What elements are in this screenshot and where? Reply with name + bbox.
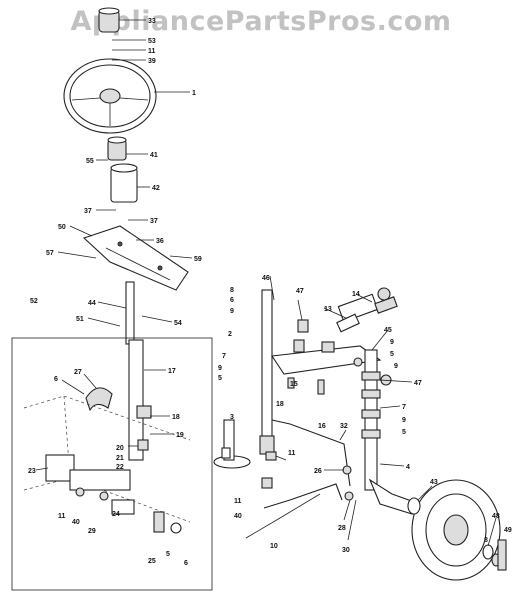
callout: 24 <box>112 511 120 518</box>
steering-bushing <box>110 163 138 203</box>
callout: 57 <box>46 250 54 257</box>
callout: 1 <box>192 90 196 97</box>
spindle-right <box>361 349 421 515</box>
steering-wheel <box>63 58 157 134</box>
callout: 11 <box>288 450 296 457</box>
callout: 37 <box>150 218 158 225</box>
callout: 16 <box>318 423 326 430</box>
callout: 18 <box>172 414 180 421</box>
callout: 37 <box>84 208 92 215</box>
callout: 47 <box>296 288 304 295</box>
callout: 9 <box>230 308 234 315</box>
callout: 9 <box>394 363 398 370</box>
callout: 7 <box>222 353 226 360</box>
callout: 11 <box>58 513 66 520</box>
callout: 18 <box>276 401 284 408</box>
callout: 42 <box>152 185 160 192</box>
callout: 8 <box>484 537 488 544</box>
callout: 29 <box>88 528 96 535</box>
callout: 9 <box>402 417 406 424</box>
callout: 46 <box>262 275 270 282</box>
callout: 11 <box>148 48 156 55</box>
callout: 23 <box>28 468 36 475</box>
callout: 5 <box>402 429 406 436</box>
steering-adapter <box>107 136 127 161</box>
callout: 15 <box>290 381 298 388</box>
inset-detail-box <box>11 337 213 591</box>
callout: 39 <box>148 58 156 65</box>
callout: 48 <box>492 513 500 520</box>
callout: 47 <box>414 380 422 387</box>
callout: 45 <box>384 327 392 334</box>
tie-rod <box>245 419 351 539</box>
callout: 21 <box>116 455 124 462</box>
leader-lines <box>35 19 497 547</box>
callout: 50 <box>58 224 66 231</box>
callout: 3 <box>230 414 234 421</box>
callout: 25 <box>148 558 156 565</box>
callout: 36 <box>156 238 164 245</box>
callout: 22 <box>116 464 124 471</box>
callout: 13 <box>324 306 332 313</box>
small-hardware <box>221 296 398 501</box>
callout: 6 <box>230 297 234 304</box>
callout: 55 <box>86 158 94 165</box>
callout: 51 <box>76 316 84 323</box>
callout: 41 <box>150 152 158 159</box>
callout: 19 <box>176 432 184 439</box>
callout: 59 <box>194 256 202 263</box>
callout: 5 <box>166 551 170 558</box>
callout: 49 <box>504 527 512 534</box>
steering-cap <box>98 7 120 33</box>
steering-shaft <box>125 281 152 461</box>
callout: 6 <box>184 560 188 567</box>
drag-link <box>337 287 391 323</box>
callout: 2 <box>228 331 232 338</box>
callout: 9 <box>218 365 222 372</box>
callout-labels: 33 53 11 39 1 55 41 42 37 50 37 36 57 59… <box>28 18 512 567</box>
callout: 5 <box>218 375 222 382</box>
steering-bracket <box>82 225 189 291</box>
callout: 53 <box>148 38 156 45</box>
callout: 33 <box>148 18 156 25</box>
callout: 30 <box>342 547 350 554</box>
callout: 11 <box>234 498 242 505</box>
callout: 5 <box>390 351 394 358</box>
callout: 43 <box>430 479 438 486</box>
callout: 20 <box>116 445 124 452</box>
callout: 28 <box>338 525 346 532</box>
callout: 7 <box>402 404 406 411</box>
axle-bar <box>271 339 382 375</box>
callout: 10 <box>270 543 278 550</box>
callout: 32 <box>340 423 348 430</box>
callout: 44 <box>88 300 96 307</box>
callout: 14 <box>352 291 360 298</box>
front-wheel <box>411 479 501 581</box>
callout: 4 <box>406 464 410 471</box>
callout: 17 <box>168 368 176 375</box>
steering-arm-left <box>213 289 275 469</box>
callout: 27 <box>74 369 82 376</box>
callout: 40 <box>72 519 80 526</box>
callout: 9 <box>390 339 394 346</box>
callout: 52 <box>30 298 38 305</box>
steering-gear <box>85 387 113 412</box>
wheel-hardware <box>407 497 507 571</box>
callout: 54 <box>174 320 182 327</box>
callout: 8 <box>230 287 234 294</box>
callout: 26 <box>314 468 322 475</box>
callout: 6 <box>54 376 58 383</box>
callout: 40 <box>234 513 242 520</box>
